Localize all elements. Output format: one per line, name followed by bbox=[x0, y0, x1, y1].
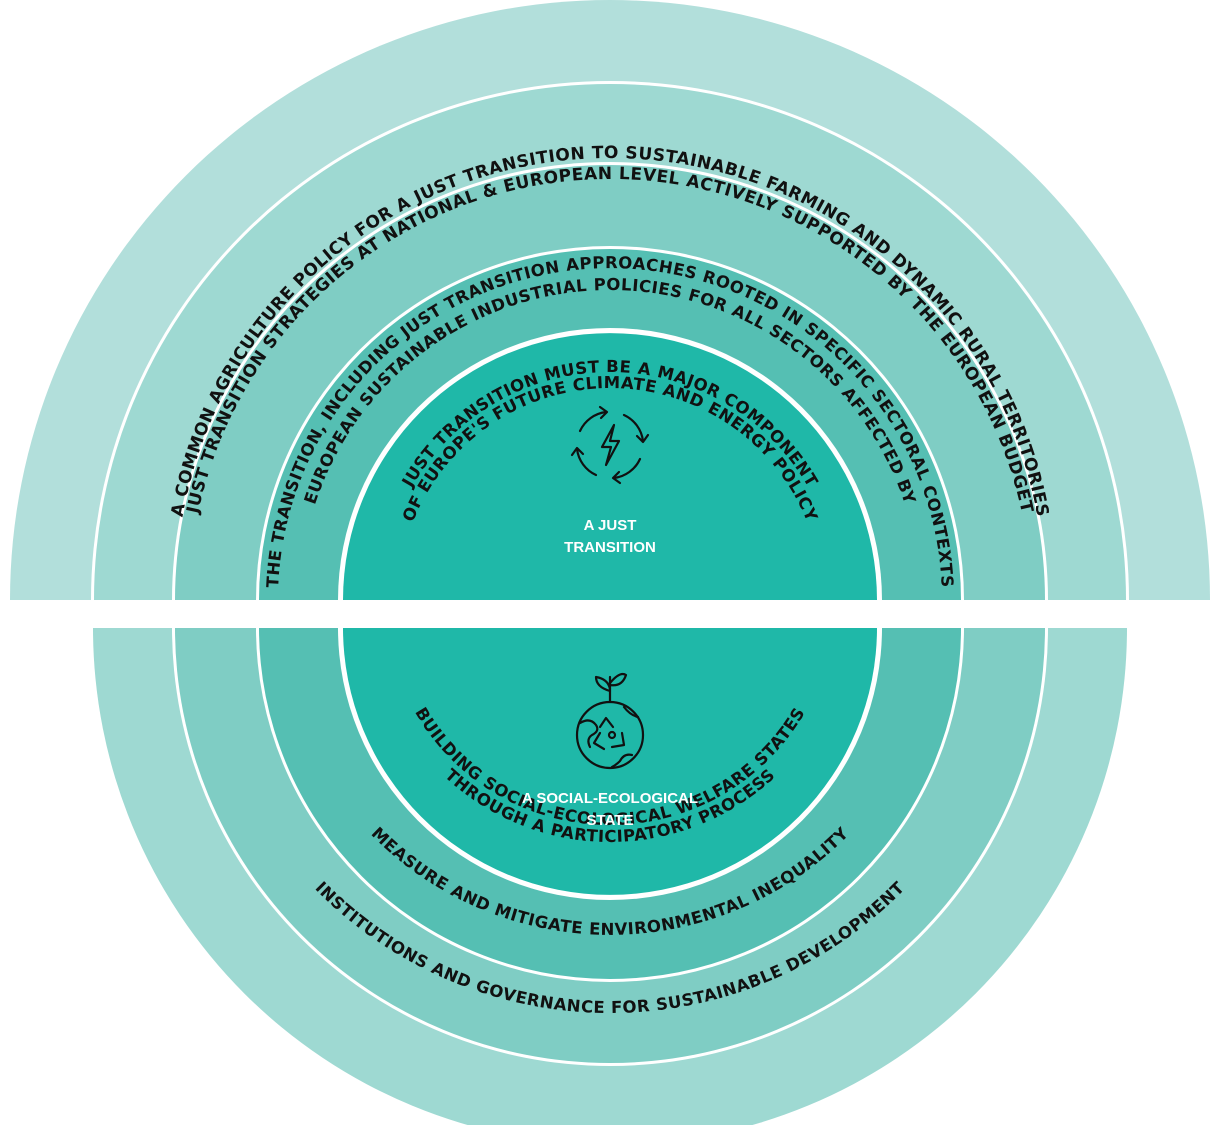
top-center-label-line1: A JUST bbox=[584, 517, 637, 534]
top-half bbox=[10, 0, 1210, 600]
top-core bbox=[343, 333, 877, 600]
bottom-half bbox=[93, 628, 1127, 1125]
bottom-center-label-line1: A SOCIAL-ECOLOGICAL bbox=[522, 790, 698, 807]
bottom-core bbox=[343, 628, 877, 895]
top-center-label-line2: TRANSITION bbox=[564, 539, 656, 556]
energy-cycle-icon bbox=[570, 405, 650, 485]
globe-plant-recycle-icon bbox=[575, 672, 645, 770]
bottom-center-label-line2: STATE bbox=[587, 812, 634, 829]
